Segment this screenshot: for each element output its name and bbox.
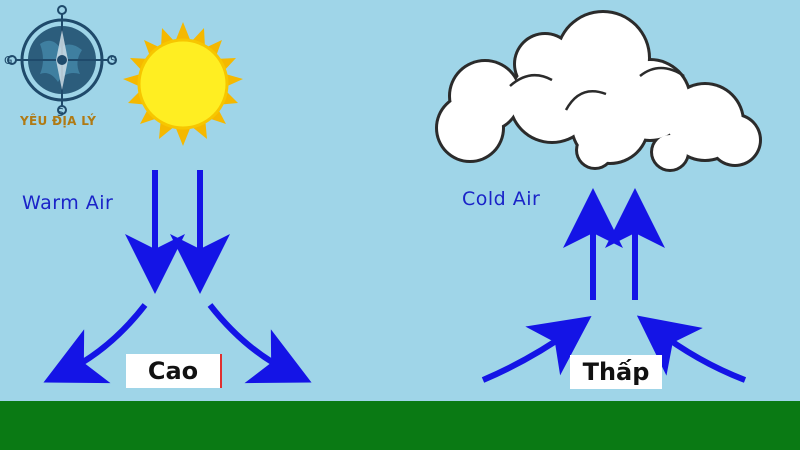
sun-icon <box>123 22 243 146</box>
outflow-arrow-right <box>207 303 312 384</box>
low-pressure-label: Thấp <box>570 355 662 389</box>
cold-air-label: Cold Air <box>462 188 541 210</box>
compass-logo-icon <box>7 5 117 115</box>
logo-letter-bottom: S <box>57 106 64 119</box>
sinking-air-arrows <box>43 170 312 384</box>
high-pressure-label: Cao <box>126 354 222 388</box>
logo-text: YÊU ĐỊA LÝ <box>20 114 97 128</box>
outflow-arrow-left <box>43 303 148 384</box>
cloud-icon <box>435 10 762 172</box>
logo-letter-top: C <box>57 4 65 17</box>
ground <box>0 401 800 450</box>
logo-letter-left: G <box>4 54 13 67</box>
rising-air-arrows <box>481 188 747 383</box>
inflow-arrow-right <box>636 315 747 383</box>
warm-air-label: Warm Air <box>22 192 114 214</box>
logo-letter-right: S <box>110 54 117 67</box>
inflow-arrow-left <box>481 316 592 383</box>
